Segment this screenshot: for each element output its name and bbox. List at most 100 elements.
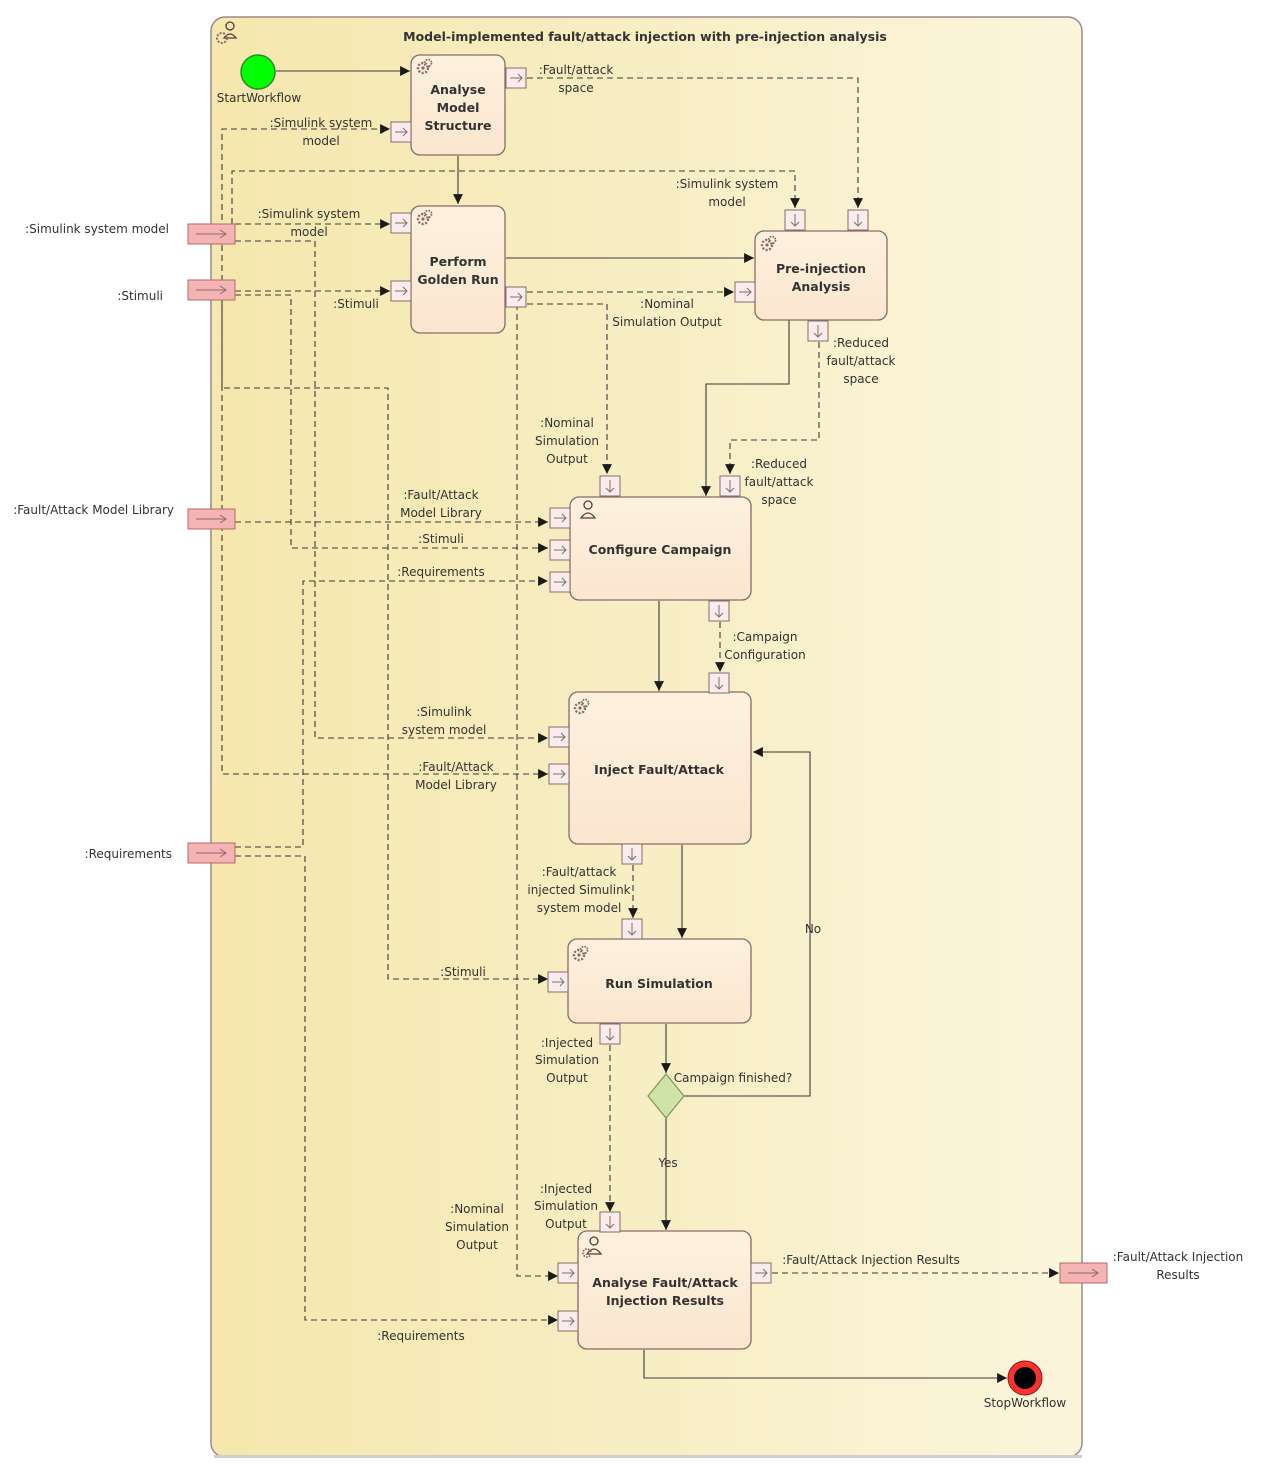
activity-analyse-results-line-2: Injection Results bbox=[606, 1293, 724, 1308]
label-injected-output-1-line-3: Output bbox=[546, 1071, 588, 1085]
label-reduced-2: :Reduced fault/attack space bbox=[745, 457, 814, 507]
activity-run-simulation[interactable]: Run Simulation bbox=[567, 938, 752, 1024]
label-injected-output-2-line-3: Output bbox=[545, 1217, 587, 1231]
label-injected-output-1-line-2: Simulation bbox=[535, 1053, 599, 1067]
activity-inject-fault-label: Inject Fault/Attack bbox=[594, 762, 724, 777]
activity-analyse-model-line-2: Model bbox=[437, 100, 480, 115]
label-reduced-1-line-1: :Reduced bbox=[833, 336, 889, 350]
param-simulink-model-label: :Simulink system model bbox=[25, 222, 169, 236]
pin-input-nominal-analyse[interactable] bbox=[557, 1262, 579, 1284]
label-nominal-1: :Nominal Simulation Output bbox=[612, 297, 722, 329]
activity-analyse-model[interactable]: Analyse Model Structure bbox=[410, 54, 506, 156]
label-fault-space-line-2: space bbox=[558, 81, 593, 95]
pin-input-stimuli-golden[interactable] bbox=[390, 280, 412, 302]
gear-icon bbox=[760, 235, 777, 252]
param-stimuli[interactable] bbox=[187, 279, 236, 301]
pin-input-simulink-inject[interactable] bbox=[548, 726, 570, 748]
pin-input-nominal-preinj[interactable] bbox=[734, 281, 756, 303]
label-sim-model-3-line-2: model bbox=[290, 225, 327, 239]
label-nominal-2-line-3: Output bbox=[546, 452, 588, 466]
activity-analyse-results[interactable]: Analyse Fault/Attack Injection Results bbox=[577, 1230, 752, 1350]
label-requirements-analyse: :Requirements bbox=[377, 1329, 464, 1343]
pin-input-requirements-configure[interactable] bbox=[549, 571, 571, 593]
pin-input-simulink-golden[interactable] bbox=[390, 212, 412, 234]
label-sim-model-inject-line-1: :Simulink bbox=[416, 705, 472, 719]
label-injected-model-line-3: system model bbox=[537, 901, 622, 915]
label-sim-model-2-line-1: :Simulink system bbox=[676, 177, 779, 191]
label-faultlib-inject-line-2: Model Library bbox=[415, 778, 497, 792]
label-reduced-2-line-3: space bbox=[761, 493, 796, 507]
label-stimuli-configure: :Stimuli bbox=[418, 532, 464, 546]
label-reduced-1: :Reduced fault/attack space bbox=[827, 336, 896, 386]
label-injected-output-2: :Injected Simulation Output bbox=[534, 1182, 598, 1231]
activity-pre-injection-line-1: Pre-injection bbox=[776, 261, 866, 276]
label-injected-output-2-line-1: :Injected bbox=[540, 1182, 592, 1196]
pin-output-fault-space[interactable] bbox=[505, 67, 527, 89]
label-campaign-config-line-1: :Campaign bbox=[733, 630, 798, 644]
objflow-reduced-space bbox=[725, 342, 820, 474]
label-nominal-2: :Nominal Simulation Output bbox=[535, 416, 599, 466]
objflow-nominal-configure bbox=[527, 303, 612, 474]
label-sim-model-2: :Simulink system model bbox=[676, 177, 779, 209]
activity-golden-run-line-2: Golden Run bbox=[417, 272, 498, 287]
actor-icon bbox=[579, 500, 597, 519]
label-campaign-config-line-2: Configuration bbox=[724, 648, 805, 662]
activity-inject-fault[interactable]: Inject Fault/Attack bbox=[568, 691, 752, 845]
activity-analyse-model-line-1: Analyse bbox=[430, 82, 485, 97]
pin-input-reduced-configure[interactable] bbox=[719, 475, 741, 497]
pin-output-campaign-config[interactable] bbox=[708, 600, 730, 622]
label-injected-model-line-2: injected Simulink bbox=[527, 883, 630, 897]
label-sim-model-inject: :Simulink system model bbox=[402, 705, 487, 737]
pin-input-simulink-analyse[interactable] bbox=[390, 121, 412, 143]
label-sim-model-1-line-1: :Simulink system bbox=[270, 116, 373, 130]
pin-input-simulink-preinj[interactable] bbox=[784, 209, 806, 231]
label-faultlib-configure: :Fault/Attack Model Library bbox=[400, 488, 482, 520]
pin-input-requirements-analyse[interactable] bbox=[557, 1310, 579, 1332]
pin-input-nominal-configure[interactable] bbox=[599, 475, 621, 497]
label-reduced-2-line-2: fault/attack bbox=[745, 475, 814, 489]
start-node[interactable] bbox=[240, 54, 276, 90]
pin-output-injected-model[interactable] bbox=[621, 843, 643, 865]
param-simulink-model[interactable] bbox=[187, 223, 236, 245]
pin-output-injected-output[interactable] bbox=[599, 1023, 621, 1045]
param-fault-library[interactable] bbox=[187, 508, 236, 530]
activity-analyse-results-line-1: Analyse Fault/Attack bbox=[592, 1275, 738, 1290]
objflow-stimuli-configure bbox=[235, 294, 548, 553]
param-results[interactable] bbox=[1059, 1262, 1108, 1284]
gear-icon bbox=[416, 58, 433, 75]
pin-input-faultspace-preinj[interactable] bbox=[847, 209, 869, 231]
pin-input-injected-model[interactable] bbox=[621, 918, 643, 940]
pin-input-faultlib-configure[interactable] bbox=[549, 507, 571, 529]
activity-run-simulation-label: Run Simulation bbox=[605, 976, 712, 991]
pin-output-reduced-preinj[interactable] bbox=[807, 320, 829, 342]
yes-label: Yes bbox=[657, 1156, 677, 1170]
objflow-nominal-analyse bbox=[516, 304, 558, 1281]
pin-input-stimuli-configure[interactable] bbox=[549, 539, 571, 561]
pin-input-campaign-config[interactable] bbox=[708, 672, 730, 694]
decision-node[interactable] bbox=[647, 1073, 685, 1119]
activity-golden-run[interactable]: Perform Golden Run bbox=[410, 205, 506, 334]
pin-input-stimuli-run[interactable] bbox=[547, 971, 569, 993]
pin-output-nominal-golden[interactable] bbox=[505, 286, 527, 308]
param-requirements[interactable] bbox=[187, 842, 236, 864]
label-requirements-configure: :Requirements bbox=[397, 565, 484, 579]
label-faultlib-inject-line-1: :Fault/Attack bbox=[418, 760, 493, 774]
label-nominal-1-line-2: Simulation Output bbox=[612, 315, 722, 329]
label-sim-model-1: :Simulink system model bbox=[270, 116, 373, 148]
diagram-title: Model-implemented fault/attack injection… bbox=[403, 29, 887, 44]
pin-output-results[interactable] bbox=[750, 1262, 772, 1284]
label-stimuli-golden: :Stimuli bbox=[333, 297, 379, 311]
pin-input-injected-output[interactable] bbox=[599, 1211, 621, 1233]
activity-configure-campaign[interactable]: Configure Campaign bbox=[569, 496, 752, 601]
activity-pre-injection[interactable]: Pre-injection Analysis bbox=[754, 230, 888, 321]
stop-node[interactable] bbox=[1007, 1360, 1043, 1396]
label-sim-model-1-line-2: model bbox=[302, 134, 339, 148]
pin-input-faultlib-inject[interactable] bbox=[548, 763, 570, 785]
objflow-sim-model-inject bbox=[235, 240, 548, 743]
label-stimuli-run: :Stimuli bbox=[440, 965, 486, 979]
param-fault-library-label: :Fault/Attack Model Library bbox=[13, 503, 174, 517]
param-requirements-label: :Requirements bbox=[85, 847, 172, 861]
label-injected-model: :Fault/attack injected Simulink system m… bbox=[527, 865, 630, 915]
label-reduced-2-line-1: :Reduced bbox=[751, 457, 807, 471]
label-nominal-2-line-1: :Nominal bbox=[540, 416, 594, 430]
